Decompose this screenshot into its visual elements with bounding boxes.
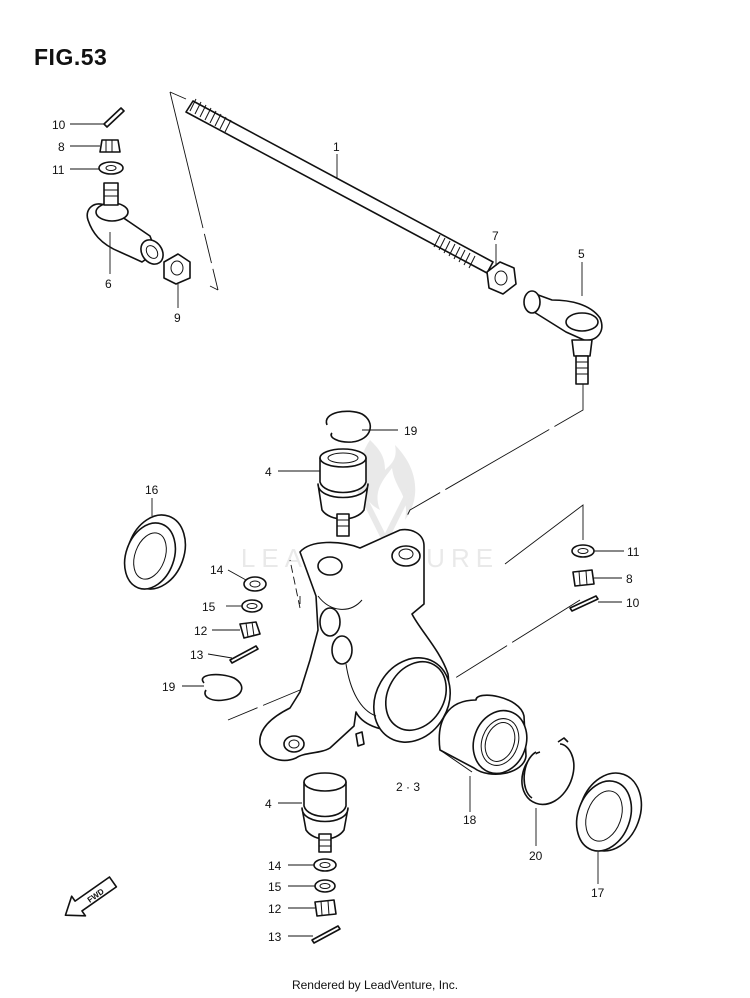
leader-lines [70,123,624,937]
seal-left [123,514,187,590]
callout-labels: 10 8 11 6 9 1 7 5 19 4 16 14 15 12 13 19… [52,118,640,944]
ball-joint-lower [301,772,349,853]
washer-right [571,544,595,558]
castle-nut-top-left [99,139,121,153]
circlip-top [325,410,372,443]
callout-washer-bottom-15: 15 [268,880,282,894]
seal-right [575,772,643,852]
lock-nut-right [486,261,517,295]
lock-nut-left [163,253,191,285]
callout-lock-nut-right: 7 [492,229,499,243]
callout-seal-right: 17 [591,886,605,900]
cotter-pin-mid [229,645,259,664]
tie-rod-end-right [523,290,603,385]
washer-top-left [98,161,124,175]
callout-ball-joint-lower: 4 [265,797,272,811]
callout-washer-mid-15: 15 [202,600,216,614]
callout-circlip-top: 19 [404,424,418,438]
figure-title: FIG.53 [34,44,108,70]
washer-mid-15 [241,599,263,613]
wheel-bearing [438,694,528,776]
callout-castle-nut-mid: 12 [194,624,208,638]
steering-knuckle [259,528,451,762]
footer-credit: Rendered by LeadVenture, Inc. [291,978,459,992]
callout-snap-ring: 20 [529,849,543,863]
callout-tie-rod: 1 [333,140,340,154]
cotter-pin-right [569,595,599,612]
ball-joint-upper [317,448,369,537]
callout-lock-nut-left: 9 [174,311,181,325]
callout-washer-top-left: 11 [52,163,65,177]
callout-cotter-pin-top-left: 10 [52,118,66,132]
assembly-lines [169,91,584,721]
tie-rod [185,98,494,274]
callout-bearing: 18 [463,813,477,827]
cotter-pin-bottom [311,925,341,944]
washer-bottom-15 [314,879,336,893]
callout-cotter-pin-right: 10 [626,596,640,610]
callout-ball-joint-upper: 4 [265,465,272,479]
callout-castle-nut-bottom: 12 [268,902,282,916]
callout-washer-bottom-14: 14 [268,859,282,873]
callout-tie-rod-end-right: 5 [578,247,585,261]
callout-castle-nut-right: 8 [626,572,633,586]
callout-tie-rod-end-left: 6 [105,277,112,291]
fwd-arrow-icon: FWD [64,876,118,917]
snap-ring [521,737,575,806]
washer-bottom-14 [313,858,337,872]
circlip-mid [201,673,243,702]
callout-knuckle: 2 · 3 [396,780,420,794]
castle-nut-right [572,569,595,587]
callout-washer-mid-14: 14 [210,563,224,577]
callout-circlip-mid: 19 [162,680,176,694]
callout-castle-nut-top-left: 8 [58,140,65,154]
cotter-pin-top-left [103,107,125,128]
tie-rod-end-left [86,182,164,265]
callout-cotter-pin-mid: 13 [190,648,204,662]
callout-cotter-pin-bottom: 13 [268,930,282,944]
castle-nut-mid [239,621,261,639]
callout-washer-right: 11 [627,545,640,559]
callout-seal-left: 16 [145,483,159,497]
washer-mid-14 [243,576,267,592]
castle-nut-bottom [314,899,337,917]
